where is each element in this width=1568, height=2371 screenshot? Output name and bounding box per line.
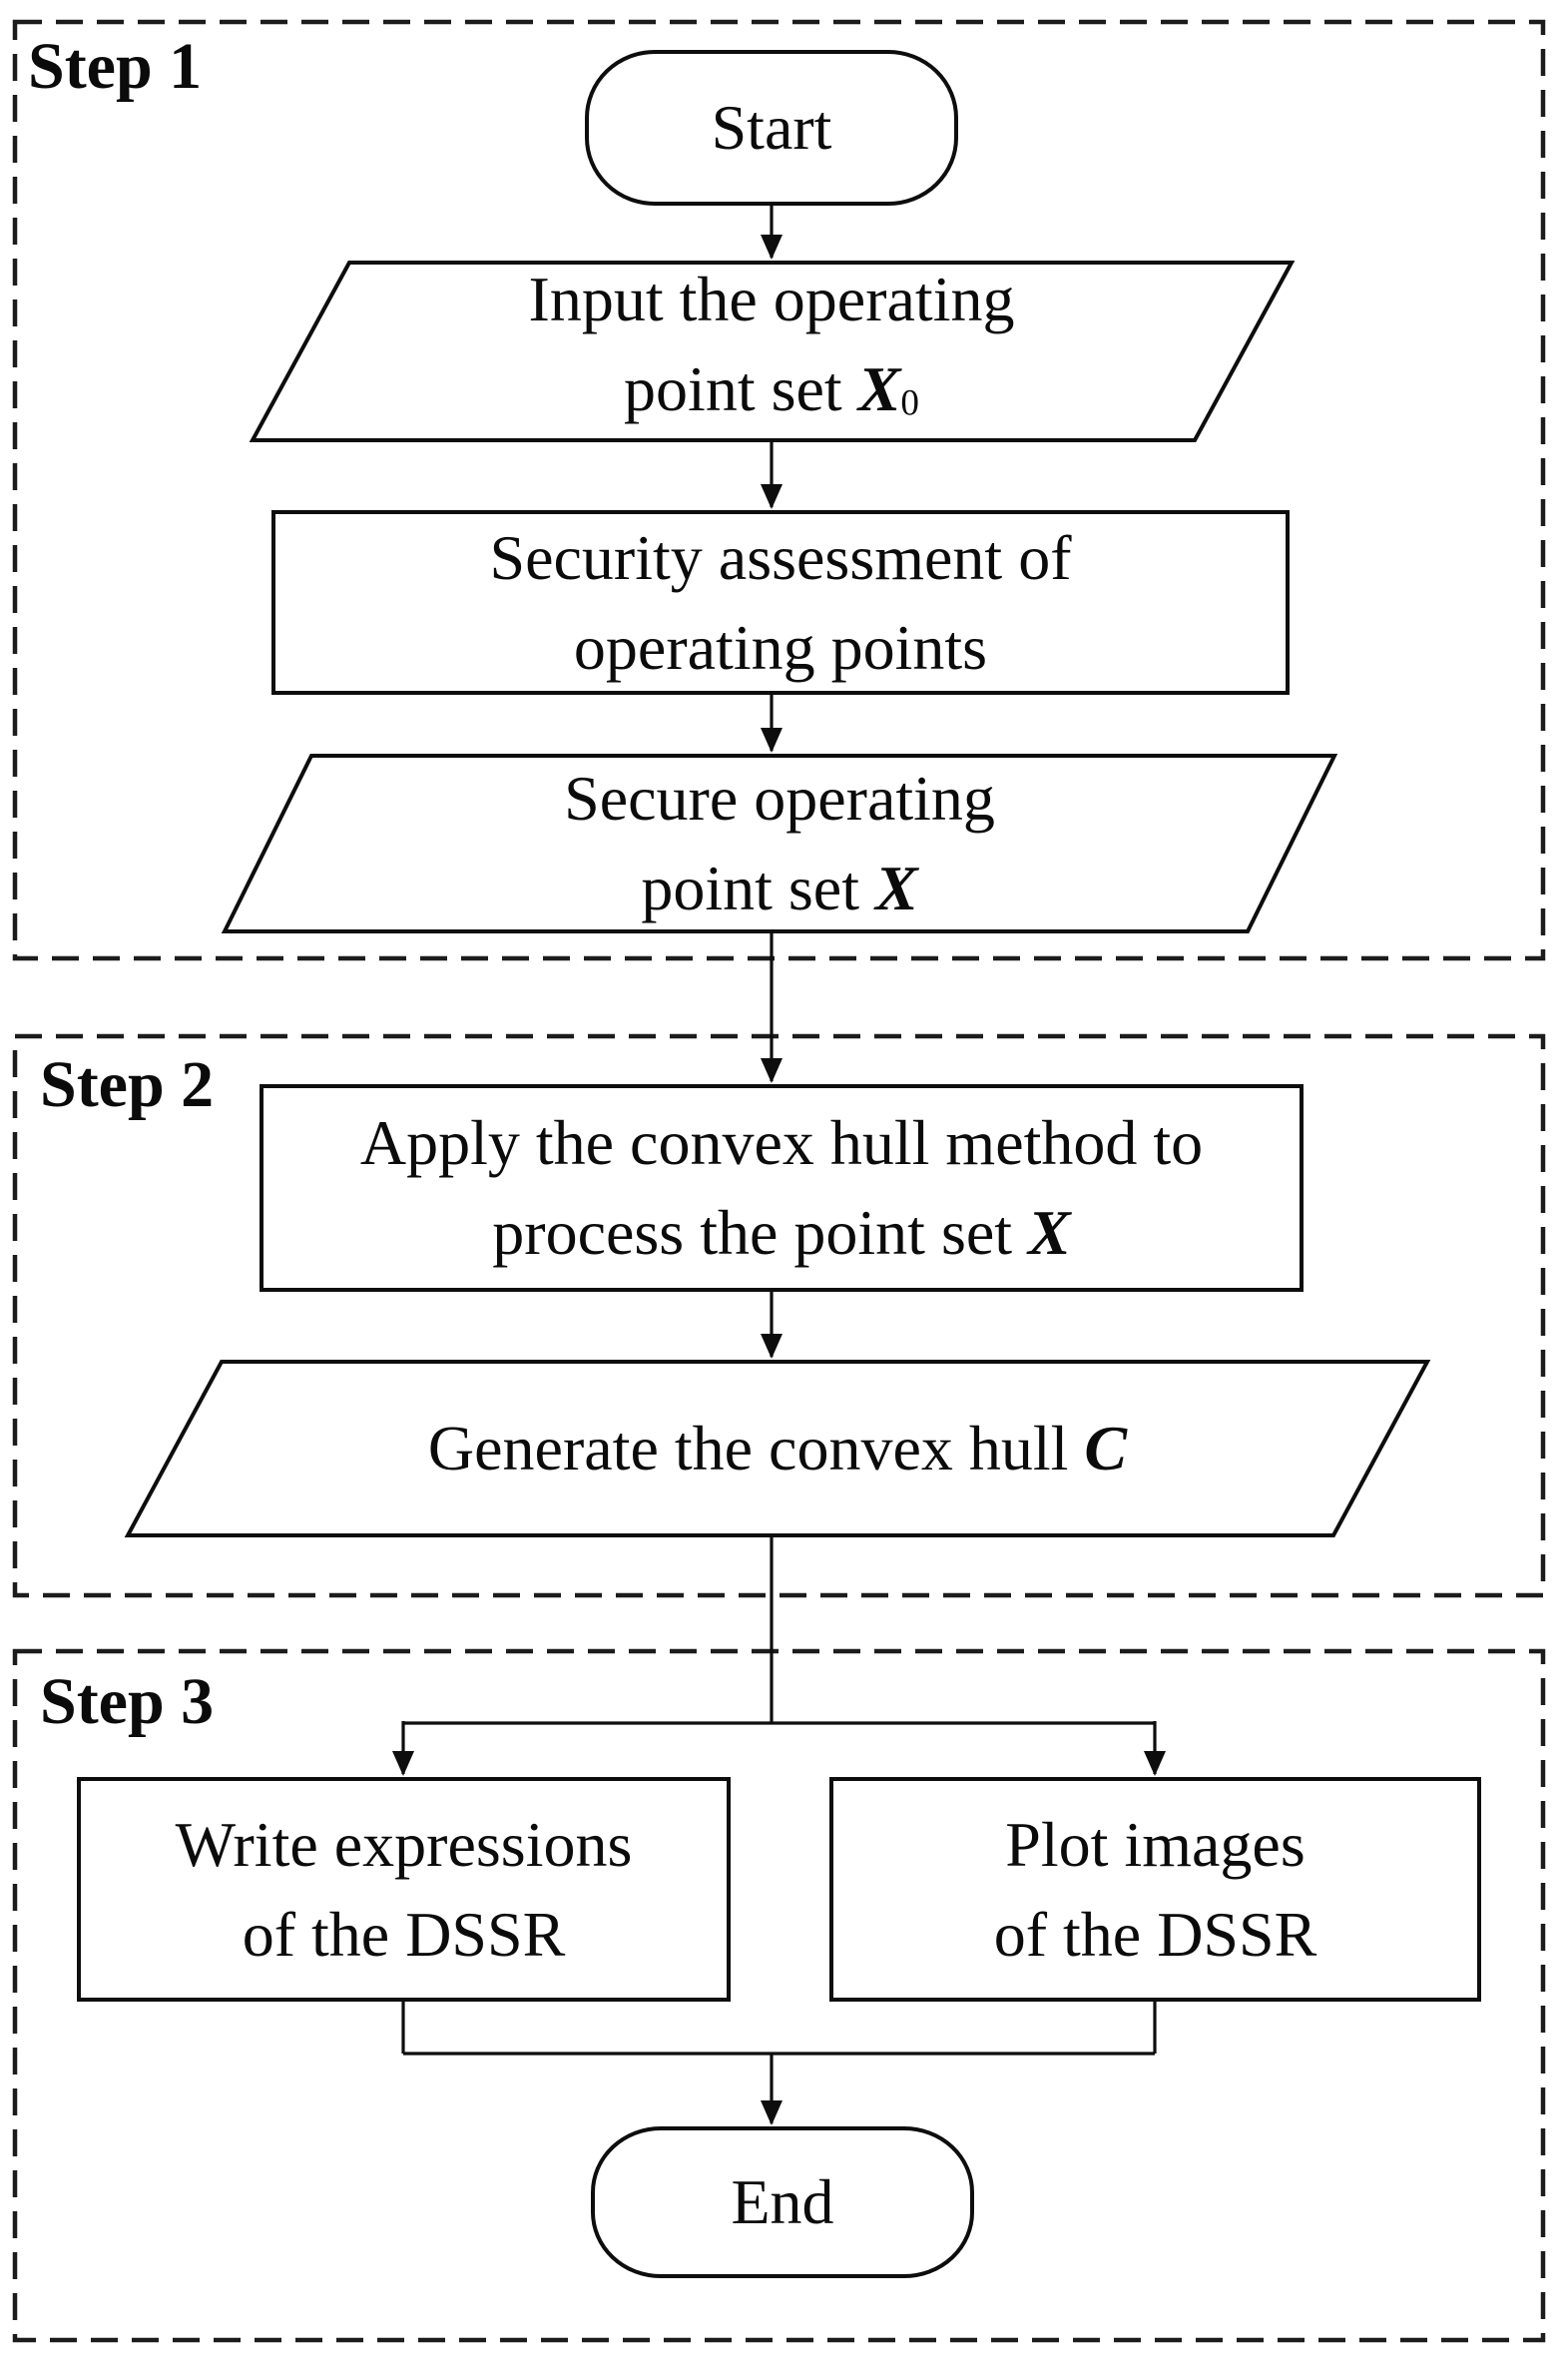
secure-points-line2: point set X	[641, 853, 918, 923]
start-terminator	[585, 50, 958, 206]
variable-x0-subscript: 0	[900, 382, 919, 424]
convex-hull-node-label: Apply the convex hull method to process …	[261, 1086, 1302, 1290]
plot-images-line2: of the DSSR	[993, 1898, 1317, 1970]
input-text-line2: point set X0	[624, 352, 919, 424]
step2-boundary	[12, 1033, 1546, 1598]
input-node-label: Input the operating point set X0	[272, 263, 1271, 440]
end-terminator	[591, 2126, 974, 2278]
plot-images-process	[829, 1777, 1481, 2002]
plot-images-line1: Plot images	[1005, 1808, 1306, 1880]
generate-hull-parallelogram	[124, 1360, 1431, 1537]
input-parallelogram	[249, 261, 1296, 442]
end-text: End	[731, 2166, 834, 2237]
security-assessment-node-label: Security assessment of operating points	[273, 512, 1288, 693]
write-expressions-node-label: Write expressions of the DSSR	[79, 1779, 729, 2000]
secure-points-parallelogram	[221, 754, 1338, 933]
security-assessment-process	[271, 510, 1290, 695]
security-assessment-line1: Security assessment of	[489, 521, 1072, 593]
secure-points-node-label: Secure operating point set X	[280, 756, 1279, 931]
input-text-line1: Input the operating	[528, 263, 1015, 334]
write-expressions-process	[77, 1777, 731, 2002]
write-expressions-line1: Write expressions	[175, 1808, 633, 1880]
generate-hull-text: Generate the convex hull C	[427, 1413, 1128, 1483]
step1-label: Step 1	[28, 30, 203, 103]
convex-hull-line1: Apply the convex hull method to	[359, 1107, 1204, 1178]
step3-label: Step 3	[40, 1665, 215, 1738]
end-node-label: End	[593, 2128, 972, 2276]
step1-boundary	[12, 19, 1546, 961]
secure-points-line1: Secure operating	[564, 763, 995, 834]
start-text: Start	[711, 92, 832, 163]
variable-x0: X	[857, 352, 901, 424]
security-assessment-line2: operating points	[573, 611, 988, 683]
variable-c: C	[1084, 1413, 1128, 1483]
step2-label: Step 2	[40, 1048, 215, 1121]
variable-x: X	[1028, 1197, 1071, 1268]
start-node-label: Start	[587, 52, 956, 204]
convex-hull-line2: process the point set X	[492, 1197, 1071, 1268]
generate-hull-node-label: Generate the convex hull C	[278, 1362, 1277, 1535]
convex-hull-process	[260, 1084, 1304, 1292]
write-expressions-line2: of the DSSR	[242, 1898, 566, 1970]
variable-x: X	[874, 853, 918, 923]
plot-images-node-label: Plot images of the DSSR	[831, 1779, 1479, 2000]
